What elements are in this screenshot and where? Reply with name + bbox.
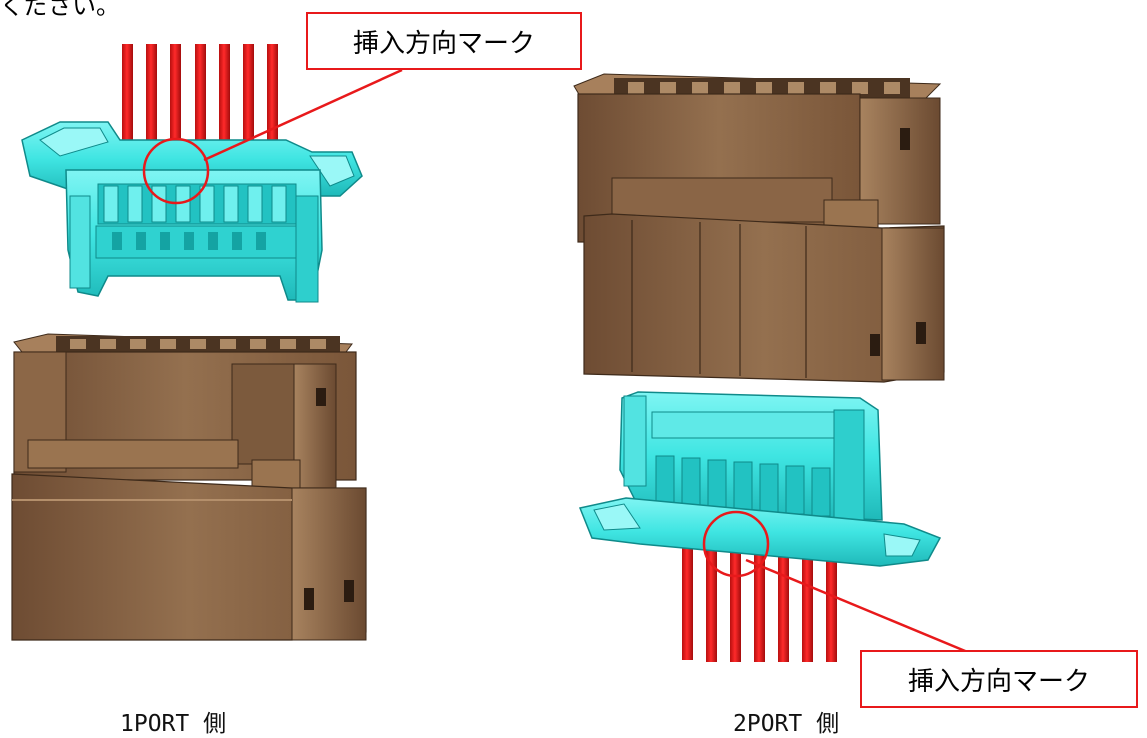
leader-line-1 [203, 68, 403, 162]
plug-connector-2port [578, 391, 942, 662]
port-label-2: 2PORT 側 [733, 711, 840, 737]
insertion-mark-callout-1: 挿入方向マーク [306, 12, 582, 70]
receptacle-connector-2port [573, 73, 945, 383]
header-text-fragment: ください。 [0, 0, 120, 20]
insertion-mark-circle-1 [142, 137, 210, 205]
receptacle-connector-1port [11, 333, 367, 641]
callout-2-text: 挿入方向マーク [907, 666, 1090, 697]
port-label-1: 1PORT 側 [120, 711, 227, 737]
callout-1-text: 挿入方向マーク [352, 28, 535, 59]
insertion-mark-callout-2: 挿入方向マーク [860, 650, 1138, 708]
insertion-mark-circle-2 [702, 510, 770, 578]
leader-line-2 [745, 558, 983, 660]
pins-2port [682, 530, 837, 662]
pins-1port [122, 44, 278, 162]
plug-connector-1port [21, 44, 363, 303]
